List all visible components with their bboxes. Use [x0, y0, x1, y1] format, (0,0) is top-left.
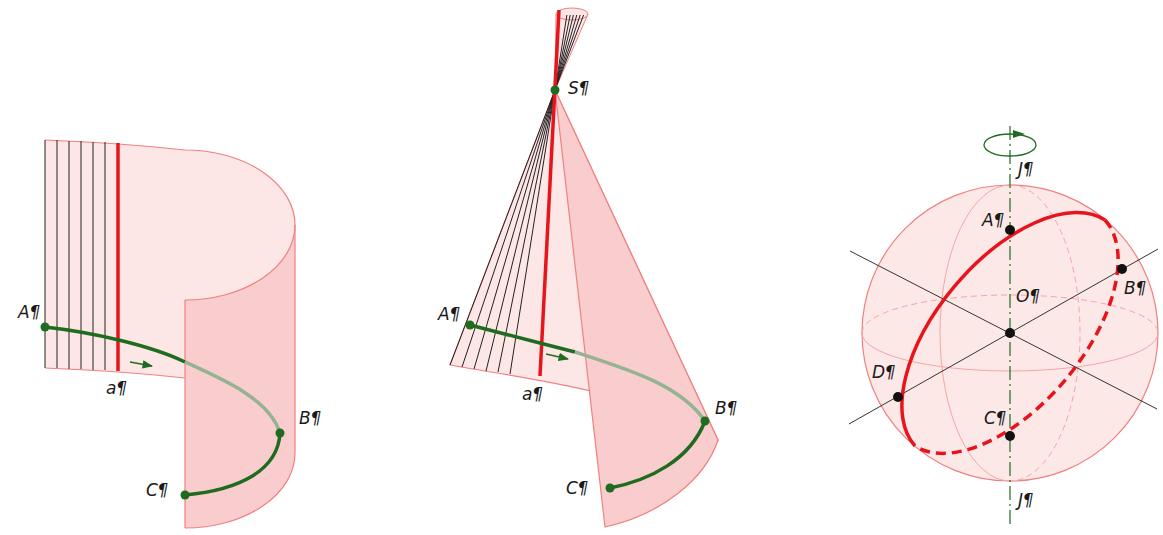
point-label: a¶: [522, 384, 543, 407]
point-label: A¶: [982, 210, 1004, 233]
point-label: J¶: [1018, 159, 1034, 182]
cylinder-figure: [41, 140, 296, 528]
point-label: J¶: [1018, 490, 1034, 513]
point-label: a¶: [106, 378, 127, 401]
point-label: B¶: [1124, 278, 1146, 301]
point-label: A¶: [18, 302, 40, 325]
point-label: D¶: [872, 362, 896, 385]
cone-figure: [450, 8, 718, 527]
sphere-figure: [849, 126, 1158, 528]
point-label: C¶: [566, 478, 589, 501]
point-label: C¶: [146, 480, 169, 503]
point-label: O¶: [1016, 286, 1040, 309]
point-label: C¶: [984, 408, 1007, 431]
point-label: A¶: [438, 304, 460, 327]
point-label: S¶: [568, 78, 590, 101]
point-label: B¶: [299, 408, 321, 431]
point-label: B¶: [715, 398, 737, 421]
